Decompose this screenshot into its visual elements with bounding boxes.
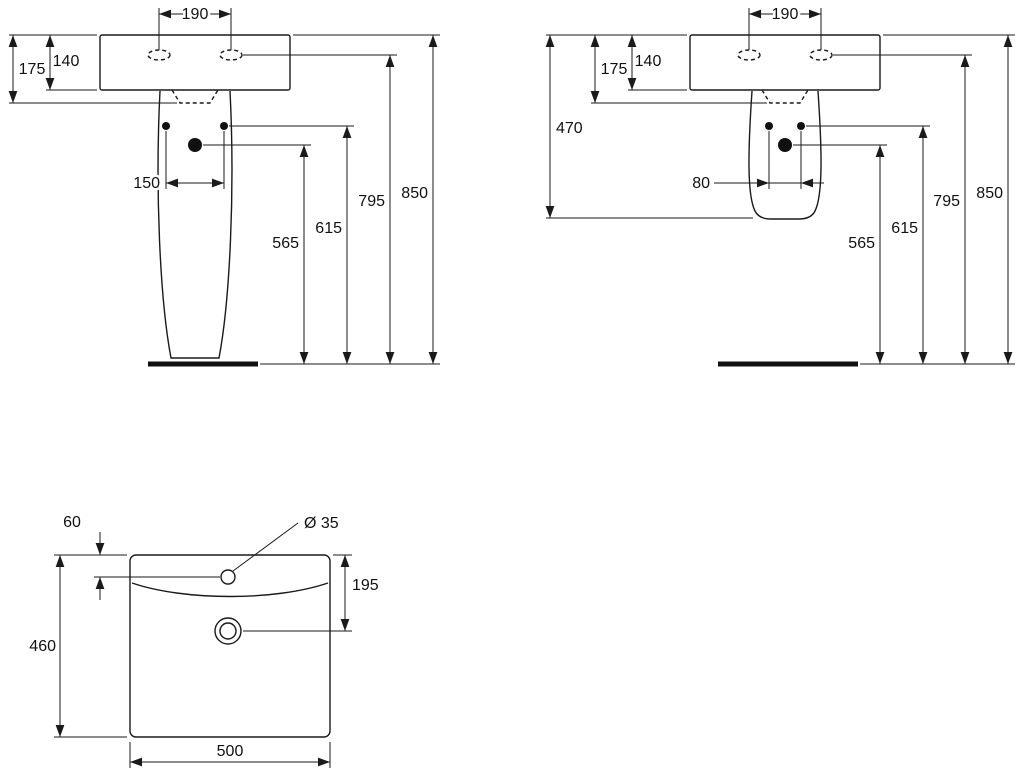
view-plan-basin: 60 Ø 35 195 460 500 xyxy=(27,512,381,768)
dim-tap-spacing: 190 xyxy=(748,4,822,50)
dim-tap-height: 795 xyxy=(243,54,397,364)
dim-label-trap-height: 565 xyxy=(848,235,875,252)
dim-tap-hole-diameter: Ø 35 xyxy=(232,513,341,572)
fixing-hole-dot xyxy=(220,122,228,130)
tap-hole-icon xyxy=(737,49,761,61)
fixing-hole-dot xyxy=(765,122,773,130)
dim-label-basin-depth: 460 xyxy=(29,638,56,655)
dim-label-fixing-height: 615 xyxy=(315,220,342,237)
dim-label-drain-offset: 195 xyxy=(352,577,379,594)
dim-label-apron-height: 140 xyxy=(53,53,80,70)
dim-tap-spacing: 190 xyxy=(158,4,232,50)
dim-fixing-spacing: 80 xyxy=(690,131,824,195)
washbasin-full-pedestal-outline xyxy=(99,34,291,367)
fixing-hole-dot xyxy=(797,122,805,130)
dim-label-rim-height: 850 xyxy=(976,185,1003,202)
dim-label-apron-height: 140 xyxy=(635,53,662,70)
dim-basin-width: 500 xyxy=(129,741,331,768)
dim-label-tap-spacing: 190 xyxy=(772,6,799,23)
fixing-hole-dot xyxy=(162,122,170,130)
dim-label-fixing-spacing: 150 xyxy=(133,175,160,192)
dim-label-trap-height: 565 xyxy=(272,235,299,252)
dim-pedestal-height: 470 xyxy=(545,34,753,219)
dim-trap-height: 565 xyxy=(203,144,311,364)
basin-body xyxy=(99,34,291,91)
dim-label-tap-height: 795 xyxy=(358,193,385,210)
dim-rim-height: 850 xyxy=(883,34,1015,364)
drain-outer-circle xyxy=(214,617,242,645)
dim-label-tap-hole-diameter: Ø 35 xyxy=(304,515,339,532)
dim-fixing-height: 615 xyxy=(806,125,930,364)
dim-label-basin-width: 500 xyxy=(217,743,244,760)
dim-apron-height: 140 xyxy=(45,35,97,91)
dim-label-rim-height: 850 xyxy=(401,185,428,202)
tap-hole-icon xyxy=(809,49,833,61)
dim-fixing-spacing: 150 xyxy=(131,131,225,195)
dim-underside-depth: 175 xyxy=(590,35,767,104)
basin-rim xyxy=(129,554,331,738)
dim-label-fixing-spacing: 80 xyxy=(692,175,710,192)
dim-label-underside-depth: 175 xyxy=(601,61,628,78)
dim-label-fixing-height: 615 xyxy=(891,220,918,237)
dim-rim-height: 850 xyxy=(293,34,440,364)
waste-hole-dot xyxy=(188,138,202,152)
bowl-edge-line xyxy=(131,582,329,598)
washbasin-half-pedestal-outline xyxy=(689,34,881,367)
dim-tap-height: 795 xyxy=(833,54,972,364)
dim-fixing-height: 615 xyxy=(229,125,354,364)
pedestal-outline xyxy=(157,90,233,359)
dim-underside-depth: 175 xyxy=(8,34,177,104)
dim-tap-hole-offset: 60 xyxy=(61,512,220,600)
basin-body xyxy=(689,34,881,91)
view-front-half-pedestal: 190 470 175 140 80 xyxy=(545,4,1015,367)
half-pedestal-outline xyxy=(748,90,822,220)
dim-drain-offset: 195 xyxy=(243,554,381,632)
dim-label-tap-hole-offset: 60 xyxy=(63,514,81,531)
basin-plan-outline xyxy=(129,554,331,738)
dim-label-underside-depth: 175 xyxy=(19,61,46,78)
dim-label-pedestal-height: 470 xyxy=(556,120,583,137)
dim-basin-depth: 460 xyxy=(27,554,127,738)
drain-inner-circle xyxy=(219,622,237,640)
waste-hole-dot xyxy=(778,138,792,152)
dim-trap-height: 565 xyxy=(793,144,887,364)
tap-hole-icon xyxy=(219,49,243,61)
view-front-full-pedestal: 190 175 140 150 565 615 xyxy=(8,4,440,367)
hidden-drain-outline xyxy=(171,89,219,104)
hidden-drain-outline xyxy=(761,89,809,104)
tap-hole-icon xyxy=(220,569,236,585)
dim-label-tap-height: 795 xyxy=(933,193,960,210)
dim-label-tap-spacing: 190 xyxy=(182,6,209,23)
tap-hole-icon xyxy=(147,49,171,61)
dim-apron-height: 140 xyxy=(627,35,687,91)
